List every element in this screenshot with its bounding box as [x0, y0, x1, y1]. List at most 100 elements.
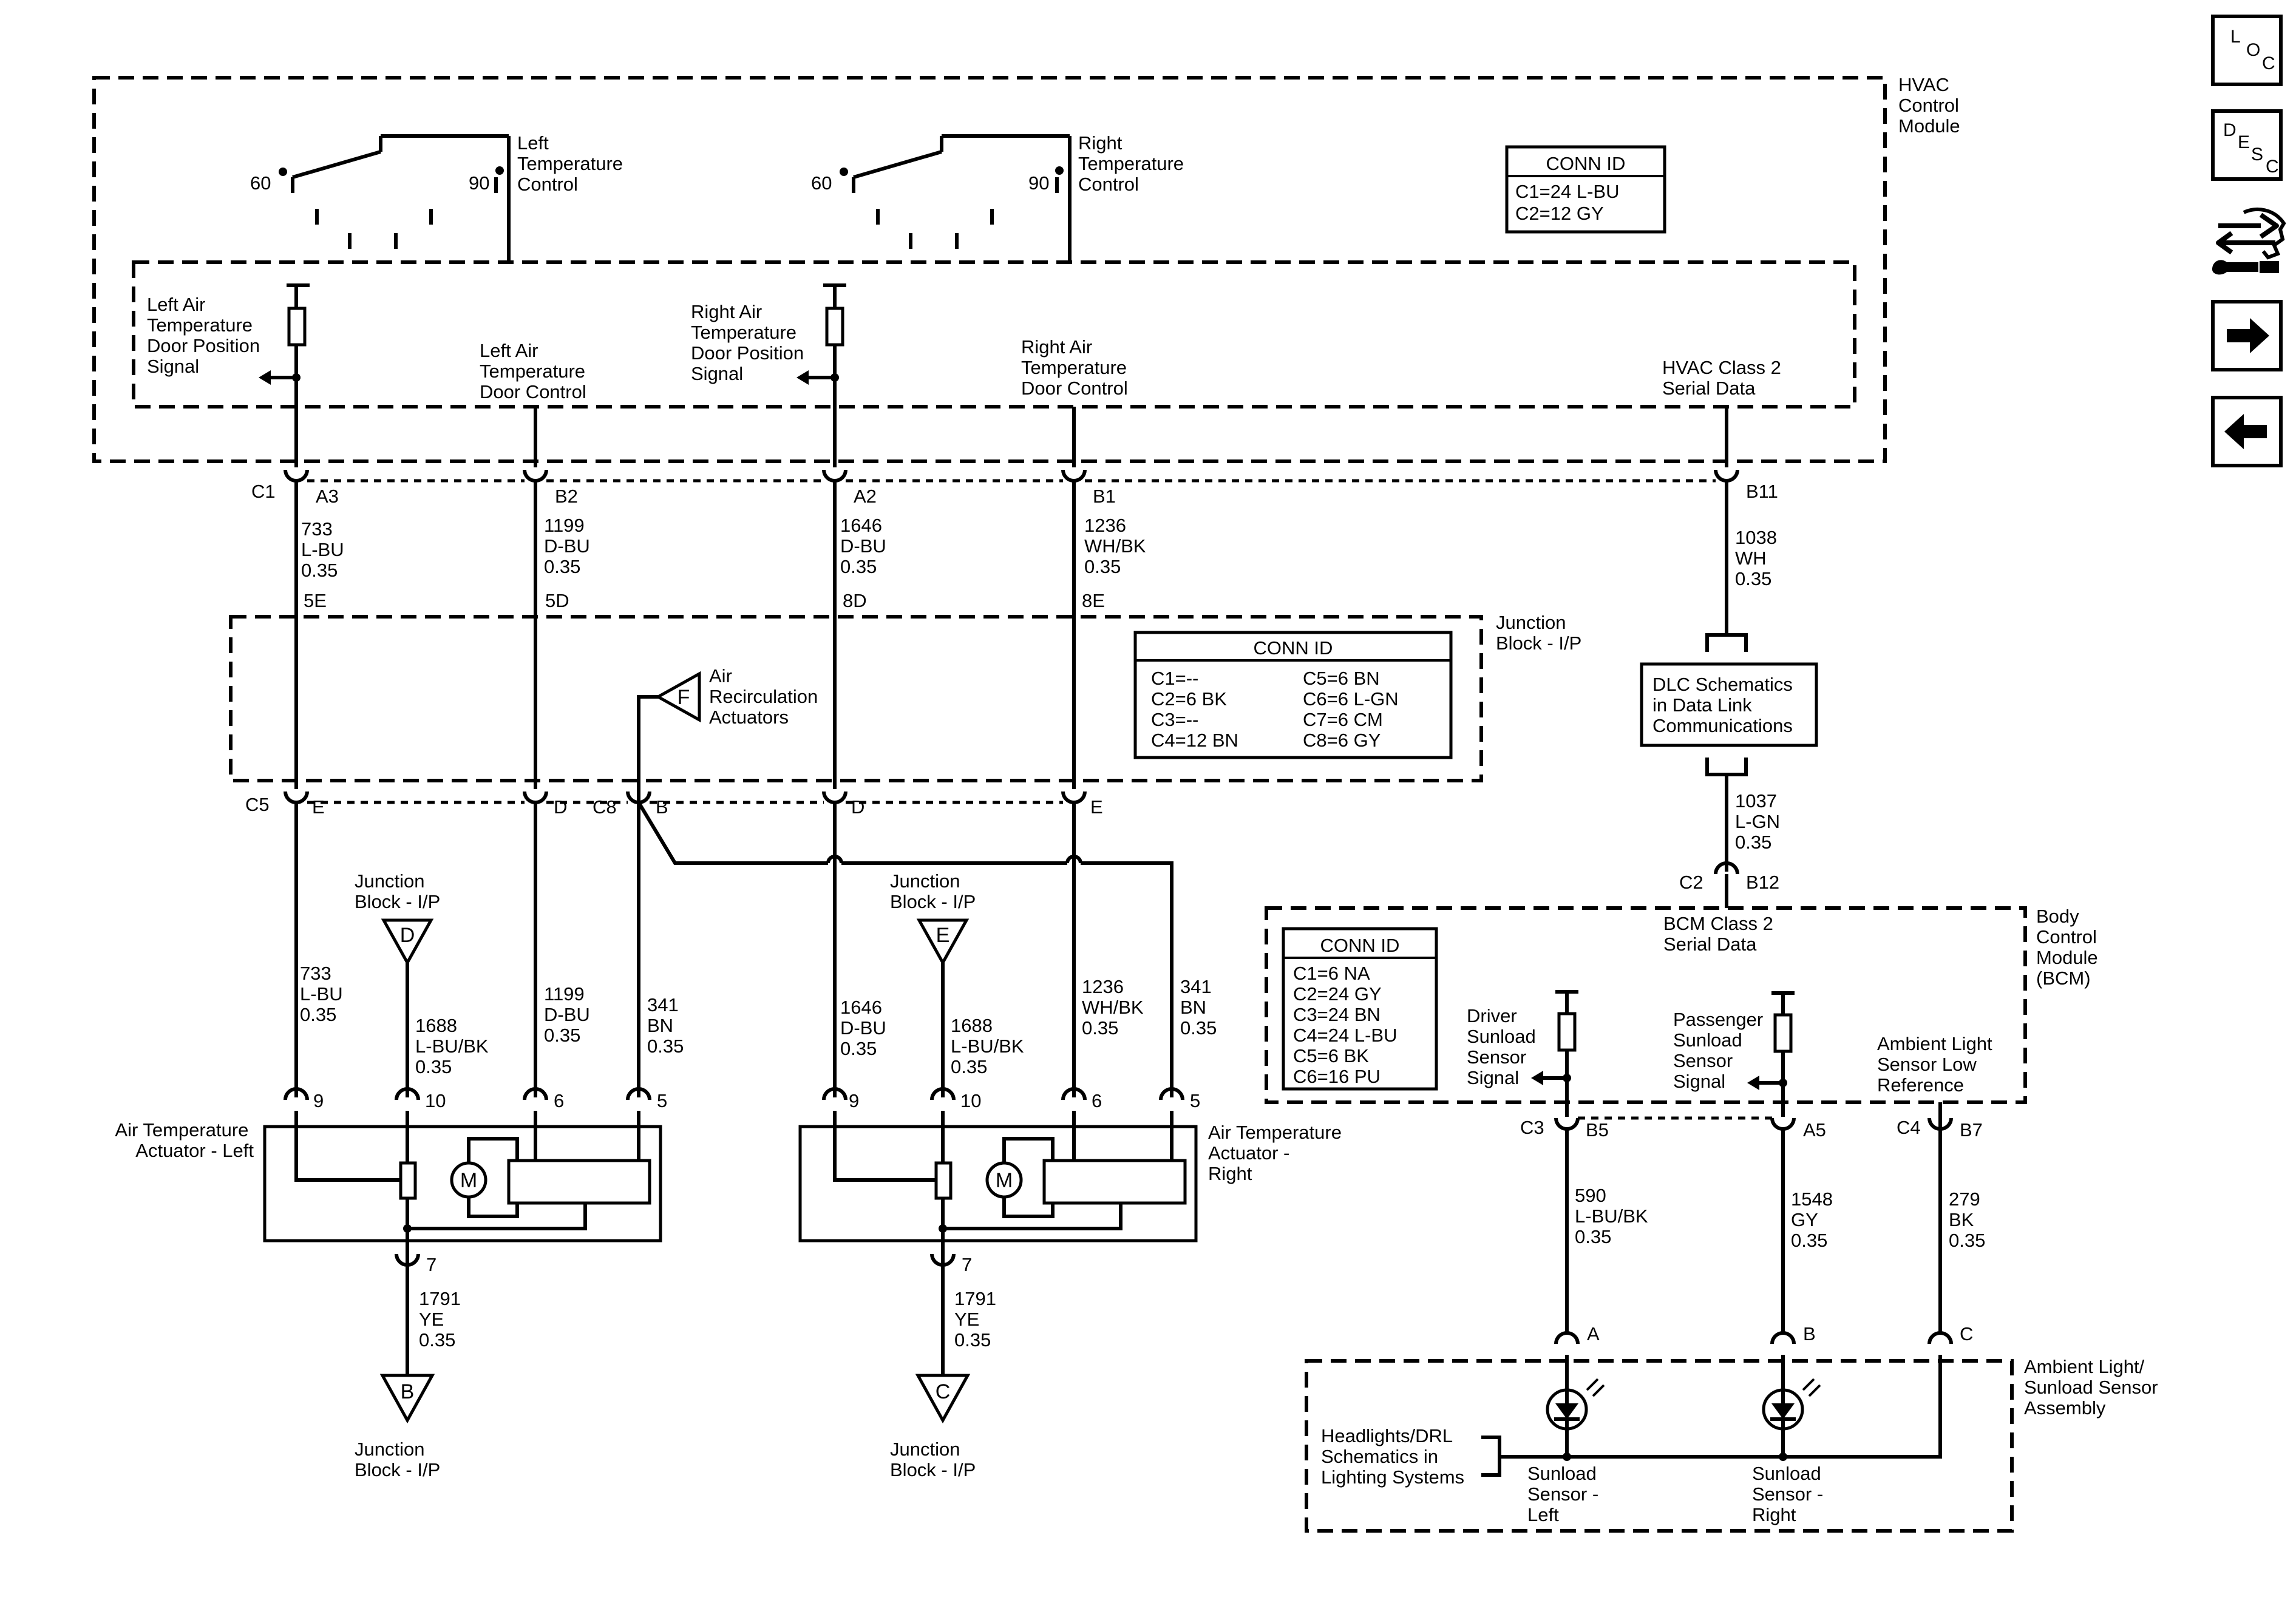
arrow-right-icon [2227, 318, 2269, 353]
right-wire-c: 1236 WH/BK 0.35 [1082, 976, 1149, 1039]
hvac-connector-c1: C1 A3 B2 A2 B1 B11 [251, 469, 1778, 507]
right-temperature-control: 60 90 Right Temperature Control [811, 132, 1184, 262]
pin-label: 5E [304, 590, 327, 611]
wire-1548-label: 1548 GY 0.35 [1791, 1188, 1838, 1251]
right-temp-min-dot [840, 168, 848, 176]
left-actuator-label: Air Temperature Actuator - Left [115, 1119, 254, 1161]
bcm-class2-label: BCM Class 2 Serial Data [1663, 913, 1779, 955]
ambient-reference-label: Ambient Light Sensor Low Reference [1877, 1033, 1997, 1096]
pin-label: 5D [545, 590, 569, 611]
pin-label: B5 [1586, 1119, 1609, 1141]
left-ground-label: Junction Block - I/P [355, 1439, 440, 1480]
sunload-left-label: Sunload Sensor - Left [1527, 1463, 1604, 1525]
left-temp-min: 60 [250, 172, 271, 194]
next-page-button[interactable] [2211, 300, 2283, 371]
left-position-label: Left Air Temperature Door Position Signa… [147, 294, 265, 377]
pin-label: 8D [843, 590, 867, 611]
connector-cup [523, 469, 548, 483]
pin-label: B11 [1746, 481, 1778, 502]
junction-block-name: Junction Block - I/P [1496, 612, 1581, 654]
svg-text:C3=--: C3=-- [1151, 709, 1198, 730]
pin-label: 5 [657, 1090, 667, 1111]
svg-text:C4=12 BN: C4=12 BN [1151, 730, 1238, 751]
right-wire-a: 1646 D-BU 0.35 [840, 997, 891, 1059]
junction-flag-icon [915, 1374, 971, 1424]
top-wires [294, 378, 1728, 467]
right-temp-max: 90 [1028, 172, 1049, 194]
nav-letter: D [2223, 120, 2237, 140]
bcm-outline [1265, 906, 2027, 1104]
left-control-label: Left Air Temperature Door Control [480, 340, 591, 402]
left-actuator-wiring: Junction Block - I/P D 733 L-BU 0.35 168… [284, 801, 1173, 1111]
connector-cup [1061, 791, 1087, 804]
arrow-left-icon [2224, 414, 2267, 449]
arrow-left-icon [1747, 1076, 1759, 1090]
previous-page-button[interactable] [2211, 396, 2283, 467]
location-button[interactable]: L O C [2211, 15, 2283, 86]
pin-label: 7 [962, 1254, 972, 1275]
wire-1038-label: 1038 WH 0.35 [1735, 527, 1782, 589]
pin-label: E [1090, 796, 1103, 818]
nav-letter: S [2251, 144, 2264, 164]
flag-letter: C [936, 1380, 951, 1403]
pin-label: C [1960, 1323, 1973, 1344]
pin-label: D [851, 796, 864, 818]
bcm-conn-title: CONN ID [1320, 935, 1400, 956]
actuator-driver-box [507, 1159, 651, 1205]
hvac-conn-id-box: CONN ID C1=24 L-BU C2=12 GY [1505, 145, 1666, 234]
flag-letter: D [400, 924, 415, 947]
connector-label: C8 [593, 796, 617, 818]
left-ref-label: Junction Block - I/P [355, 870, 440, 912]
left-position-signal: Left Air Temperature Door Position Signa… [147, 283, 310, 385]
left-air-temp-actuator: Air Temperature Actuator - Left M [115, 1111, 662, 1265]
recirc-label: Air Recirculation Actuators [709, 665, 823, 728]
sensor-assembly-outline [1305, 1359, 2014, 1533]
arrow-left-icon [259, 370, 271, 385]
svg-text:C1=6 NA: C1=6 NA [1293, 963, 1370, 984]
connector-label: C4 [1897, 1117, 1921, 1138]
vehicle-repair-icon[interactable] [2207, 202, 2289, 283]
right-temp-max-dot [1055, 166, 1064, 175]
wire-733-label: 733 L-BU 0.35 [301, 518, 349, 581]
right-ground-label: Junction Block - I/P [890, 1439, 976, 1480]
junction-block-ip: Junction Block - I/P F Air Recirculation… [229, 612, 1581, 801]
svg-text:C4=24 L-BU: C4=24 L-BU [1293, 1025, 1397, 1046]
pin-label: B12 [1746, 872, 1779, 893]
left-ground: 7 1791 YE 0.35 B Junction Block - I/P [355, 1253, 466, 1480]
pin-label: B [656, 796, 668, 818]
pin-label: 9 [849, 1090, 859, 1111]
hvac-module-outline [92, 76, 1887, 463]
svg-text:C2=24 GY: C2=24 GY [1293, 983, 1382, 1005]
nav-letter: E [2238, 132, 2250, 152]
left-ground-wire: 1791 YE 0.35 [419, 1288, 466, 1351]
nav-letter: O [2246, 40, 2261, 60]
right-position-label: Right Air Temperature Door Position Sign… [691, 301, 809, 384]
flag-letter: B [401, 1380, 415, 1403]
svg-text:C6=16 PU: C6=16 PU [1293, 1066, 1381, 1087]
left-temp-max-dot [495, 166, 504, 175]
description-button[interactable]: D E S C [2211, 109, 2283, 181]
junction-flag-icon [379, 1374, 435, 1424]
pin-label: 10 [960, 1090, 981, 1111]
right-wire-b: 1688 L-BU/BK 0.35 [951, 1015, 1029, 1077]
recirc-wire [637, 695, 658, 801]
svg-text:C8=6 GY: C8=6 GY [1303, 730, 1381, 751]
ambient-sunload-sensor-assembly: Ambient Light/ Sunload Sensor Assembly H… [1305, 1355, 2158, 1533]
right-temp-min: 60 [811, 172, 832, 194]
hvac-control-module: HVAC Control Module [92, 74, 1965, 463]
nav-letter: C [2262, 53, 2275, 73]
right-actuator-wiring: Junction Block - I/P E 1646 D-BU 0.35 16… [822, 802, 1217, 1111]
motor-letter: M [460, 1169, 477, 1192]
wire-590-label: 590 L-BU/BK 0.35 [1575, 1185, 1653, 1247]
recirc-flag-icon [654, 671, 701, 723]
right-ground-wire: 1791 YE 0.35 [954, 1288, 1002, 1351]
svg-text:C5=6 BN: C5=6 BN [1303, 668, 1380, 689]
bcm-bottom-connectors: C3 B5 A5 C4 B7 590 L-BU/BK 0.35 1548 GY … [1520, 1102, 1985, 1344]
pin-label: A2 [854, 486, 877, 507]
passenger-sunload-label: Passenger Sunload Sensor Signal [1673, 1009, 1768, 1092]
potentiometer [934, 1161, 953, 1200]
flag-letter: E [936, 924, 950, 947]
hvac-module-name: HVAC Control Module [1898, 74, 1965, 137]
connector-cup [822, 469, 847, 483]
